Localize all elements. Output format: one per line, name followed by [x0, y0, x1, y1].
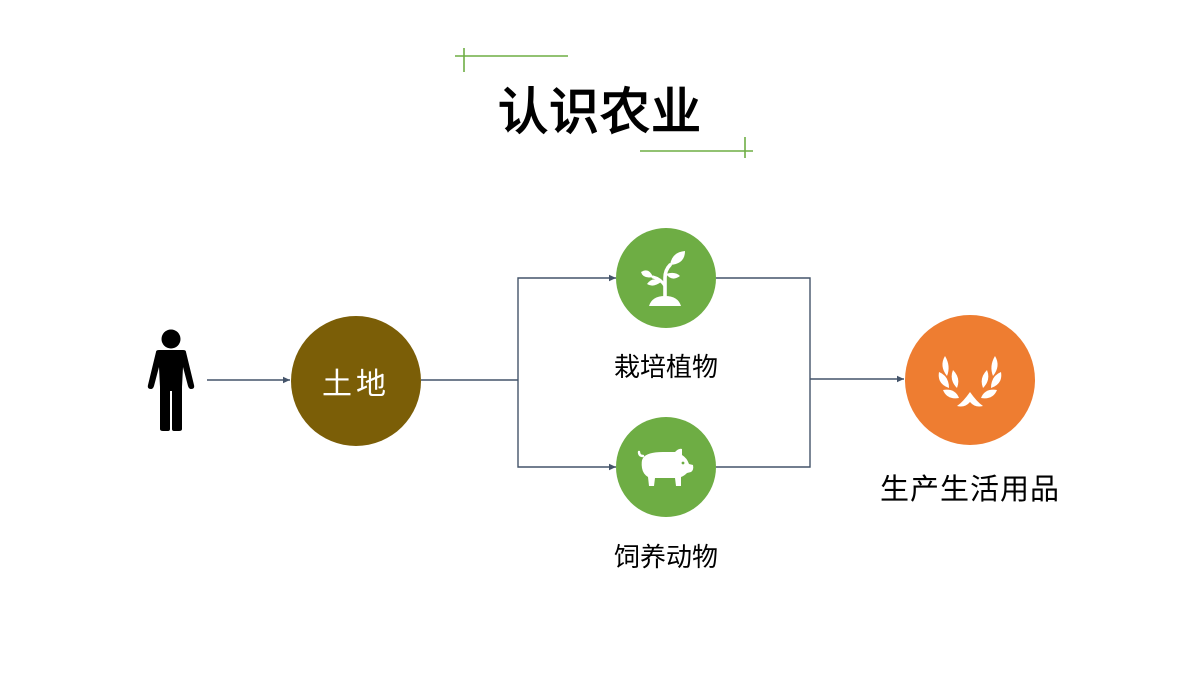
plants-node — [616, 228, 716, 328]
sprout-icon — [639, 248, 693, 308]
connector-branch-plants — [517, 274, 616, 380]
page-title: 认识农业 — [498, 83, 702, 141]
animals-node — [616, 417, 716, 517]
laurel-wreath-icon — [935, 346, 1005, 414]
land-node: 土地 — [291, 316, 421, 446]
pig-icon — [637, 446, 695, 488]
land-label: 土地 — [322, 367, 390, 402]
products-node — [905, 315, 1035, 445]
connector-animals-merge — [716, 379, 811, 468]
person-icon — [146, 329, 196, 431]
title-decoration-top — [455, 48, 568, 72]
products-label: 生产生活用品 — [879, 472, 1060, 506]
animals-label: 饲养动物 — [613, 543, 718, 573]
connector-plants-merge — [716, 277, 811, 379]
title-decoration-bottom — [640, 137, 753, 158]
connector-branch-animals — [517, 380, 616, 471]
plants-label: 栽培植物 — [613, 353, 718, 383]
